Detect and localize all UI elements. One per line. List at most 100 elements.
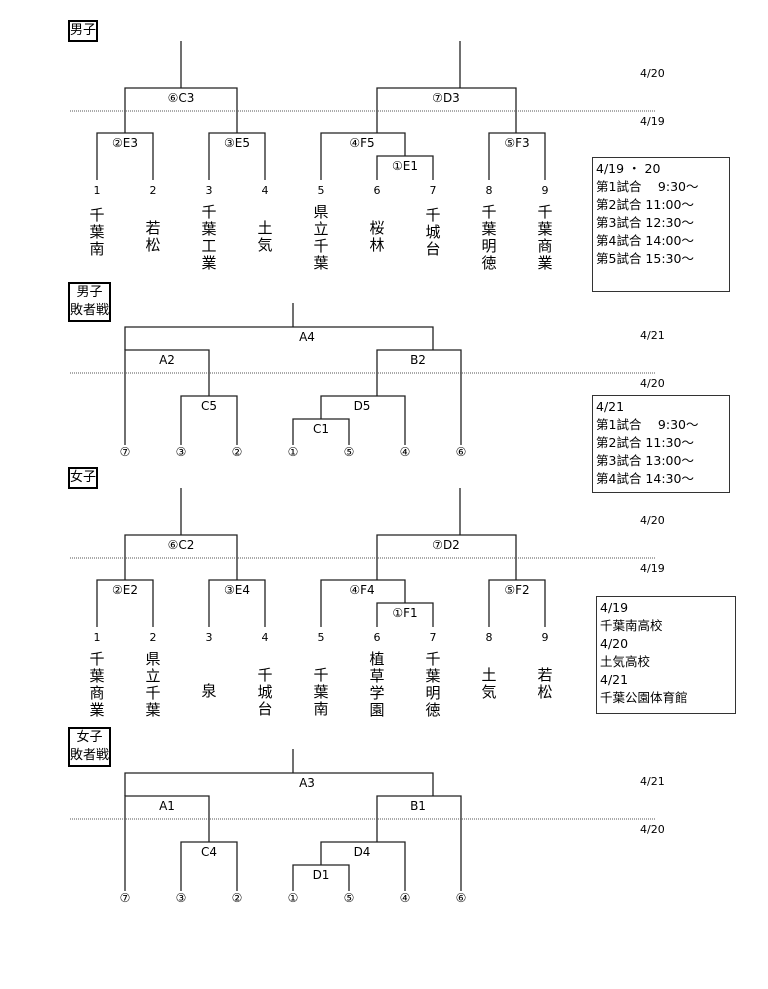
seed-number: 2 <box>149 631 157 644</box>
match-label: D4 <box>353 845 371 859</box>
seed-circle: ⑦ <box>119 445 131 459</box>
box-row: 第1試合 9:30〜 <box>596 417 699 432</box>
match-label: ⑥C3 <box>167 91 195 105</box>
seed-number: 6 <box>373 631 381 644</box>
date-label-upper: 4/21 <box>640 329 665 342</box>
match-label: C5 <box>200 399 218 413</box>
seed-number: 7 <box>429 631 437 644</box>
seed-number: 5 <box>317 184 325 197</box>
box-row: 第1試合 9:30〜 <box>596 179 699 194</box>
bracket-m4 <box>376 155 434 180</box>
box-row: 第3試合 13:00〜 <box>596 453 694 468</box>
box-row: 第4試合 14:30〜 <box>596 471 694 486</box>
seed-number: 9 <box>541 184 549 197</box>
team-name: 千葉明徳 <box>425 650 441 719</box>
match-label: ②E3 <box>112 136 138 150</box>
schedule-box-0419-20: 4/19 ・ 20 第1試合 9:30〜第2試合 11:00〜第3試合 12:30… <box>592 157 730 292</box>
team-name: 土気 <box>481 666 497 701</box>
seed-circle: ⑥ <box>455 445 467 459</box>
match-label: ④F4 <box>349 583 375 597</box>
box-row: 千葉公園体育館 <box>600 690 688 705</box>
bracket-d <box>320 395 406 445</box>
seed-circle: ④ <box>399 891 411 905</box>
seed-circle: ② <box>231 891 243 905</box>
match-label: A1 <box>159 799 175 813</box>
seed-number: 6 <box>373 184 381 197</box>
bracket-c <box>180 841 238 891</box>
seed-number: 7 <box>429 184 437 197</box>
team-name: 土気 <box>257 219 273 254</box>
seed-number: 3 <box>205 184 213 197</box>
bracket-m3 <box>320 132 406 180</box>
bracket-e <box>292 864 350 891</box>
box-row: 第2試合 11:30〜 <box>596 435 694 450</box>
team-name: 千葉商業 <box>537 203 553 272</box>
box-row: 4/19 <box>600 600 629 615</box>
section-tag-boys-consolation: 男子敗者戦 <box>68 282 112 322</box>
bracket-e <box>292 418 350 445</box>
match-label: B2 <box>410 353 426 367</box>
team-name: 県立千葉 <box>313 203 329 272</box>
schedule-box-0421: 4/21 第1試合 9:30〜第2試合 11:30〜第3試合 13:00〜第4試合… <box>592 395 730 493</box>
bracket-m1 <box>96 579 154 627</box>
team-name: 千葉南 <box>313 666 329 718</box>
seed-number: 4 <box>261 631 269 644</box>
box-title: 4/21 <box>596 399 625 414</box>
date-label-lower: 4/20 <box>640 377 665 390</box>
seed-circle: ① <box>287 445 299 459</box>
bracket-final <box>124 772 434 796</box>
seed-circle: ③ <box>175 445 187 459</box>
box-row: 第3試合 12:30〜 <box>596 215 694 230</box>
match-label: C1 <box>312 422 330 436</box>
date-label-upper: 4/20 <box>640 67 665 80</box>
date-label-lower: 4/20 <box>640 823 665 836</box>
bracket-m3 <box>320 579 406 627</box>
match-label: ⑦D3 <box>432 91 460 105</box>
team-name: 千城台 <box>425 206 441 258</box>
bracket-m2 <box>208 579 266 627</box>
box-title: 4/19 ・ 20 <box>596 161 661 176</box>
box-row: 4/21 <box>600 672 629 687</box>
team-name: 植草学園 <box>369 650 385 719</box>
seed-number: 1 <box>93 184 101 197</box>
match-label: ①F1 <box>392 606 418 620</box>
box-row: 第2試合 11:00〜 <box>596 197 694 212</box>
team-name: 若松 <box>537 666 553 701</box>
match-label: ⑤F3 <box>504 136 530 150</box>
bracket-m5 <box>488 132 546 180</box>
team-name: 泉 <box>201 682 217 700</box>
team-name: 千葉商業 <box>89 650 105 719</box>
match-label: ⑦D2 <box>432 538 460 552</box>
tag-line: 男子 <box>76 285 103 300</box>
match-label: ④F5 <box>349 136 375 150</box>
bracket-final <box>124 326 434 350</box>
match-label: ②E2 <box>112 583 138 597</box>
date-label-lower: 4/19 <box>640 562 665 575</box>
match-label: ③E5 <box>224 136 250 150</box>
section-tag-girls-consolation: 女子敗者戦 <box>68 727 112 767</box>
seed-number: 4 <box>261 184 269 197</box>
match-label: D5 <box>353 399 371 413</box>
box-row: 土気高校 <box>600 654 651 669</box>
date-label-lower: 4/19 <box>640 115 665 128</box>
bracket-m4 <box>376 602 434 627</box>
match-label: ③E4 <box>224 583 250 597</box>
seed-number: 1 <box>93 631 101 644</box>
match-label: A2 <box>159 353 175 367</box>
seed-circle: ⑦ <box>119 891 131 905</box>
seed-number: 8 <box>485 184 493 197</box>
team-name: 千葉明徳 <box>481 203 497 272</box>
bracket-m2 <box>208 132 266 180</box>
seed-circle: ③ <box>175 891 187 905</box>
team-name: 桜林 <box>369 219 385 254</box>
seed-number: 8 <box>485 631 493 644</box>
bracket-c <box>180 395 238 445</box>
box-row: 第5試合 15:30〜 <box>596 251 694 266</box>
bracket-d <box>320 841 406 891</box>
team-name: 県立千葉 <box>145 650 161 719</box>
seed-circle: ② <box>231 445 243 459</box>
tag-line: 敗者戦 <box>70 748 110 763</box>
seed-number: 9 <box>541 631 549 644</box>
seed-circle: ⑤ <box>343 891 355 905</box>
